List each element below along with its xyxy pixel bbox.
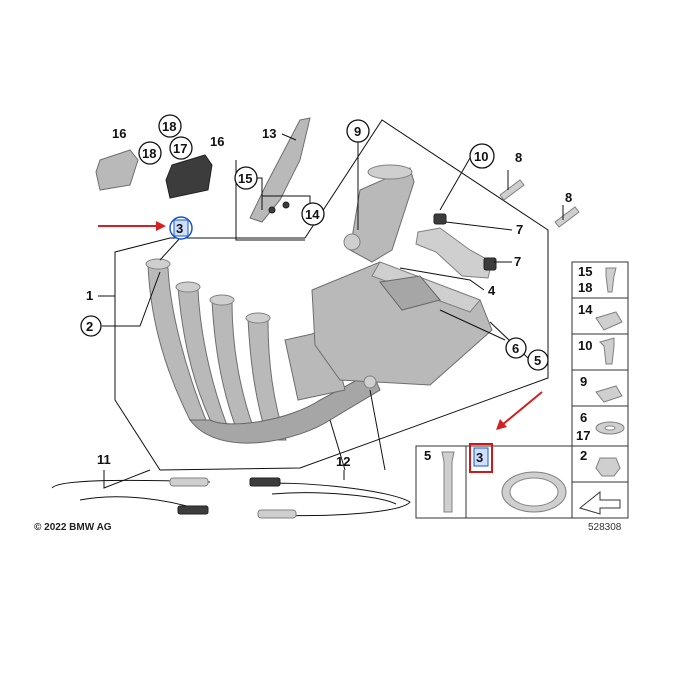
callout-5-circle	[527, 349, 549, 371]
legend-17: 17	[576, 428, 590, 443]
callout-10-circle	[469, 143, 495, 169]
callout-labels: 1 2 3 4 5 6 7 7 8 8 9 10 11 12 13 14 15 …	[80, 114, 572, 469]
callout-5: 5	[534, 353, 541, 368]
callout-11: 11	[97, 452, 111, 467]
legend-10: 10	[578, 338, 592, 353]
callout-14-circle	[301, 202, 325, 226]
cover-16-right	[165, 154, 213, 199]
exhaust-frame-outline	[114, 119, 549, 471]
heat-shield-frame	[235, 160, 305, 241]
callout-9-circle	[346, 119, 370, 143]
callout-3: 3	[176, 221, 183, 236]
callout-9: 9	[354, 124, 361, 139]
callout-17: 17	[173, 141, 187, 156]
red-arrow-left	[98, 221, 166, 231]
callout-8b: 8	[565, 190, 572, 205]
callout-15-circle	[234, 166, 258, 190]
red-arrow-right	[496, 391, 543, 430]
legend-14: 14	[578, 302, 593, 317]
header-pipes	[145, 258, 381, 444]
cover-16-left	[95, 149, 139, 191]
callout-7b: 7	[514, 254, 521, 269]
legend-6: 6	[580, 410, 587, 425]
silencer	[311, 164, 493, 389]
bolt-5-illustration	[441, 451, 455, 513]
callout-3-box	[173, 219, 189, 237]
callout-6: 6	[512, 341, 519, 356]
legend-9: 9	[580, 374, 587, 389]
callout-18a-circle	[158, 114, 182, 138]
diagram-number: 528308	[588, 522, 622, 533]
callout-8a: 8	[515, 150, 522, 165]
detail-3: 3	[476, 450, 483, 465]
legend-2: 2	[580, 448, 587, 463]
callout-15: 15	[238, 171, 252, 186]
lambda-sensor-11	[51, 477, 211, 515]
arrow-marker-icon	[578, 490, 621, 515]
callout-16a: 16	[112, 126, 126, 141]
callout-18b: 18	[142, 146, 156, 161]
callout-1: 1	[86, 288, 93, 303]
heat-shield	[249, 117, 311, 223]
callout-13: 13	[262, 126, 276, 141]
callout-2: 2	[86, 319, 93, 334]
callout-14: 14	[305, 207, 320, 222]
copyright-text: © 2022 BMW AG	[34, 522, 112, 533]
legend-18: 18	[578, 280, 592, 295]
bolts-8	[499, 179, 580, 228]
detail-3-highlight-box	[469, 443, 493, 473]
callout-10: 10	[474, 149, 488, 164]
callout-7a: 7	[516, 222, 523, 237]
callout-16b: 16	[210, 134, 224, 149]
parts-legend-panel: 15 18 14 10 9 6 17 2	[571, 261, 629, 519]
callout-18b-circle	[138, 141, 162, 165]
callout-18a: 18	[162, 119, 176, 134]
lambda-sensor-12	[249, 477, 411, 519]
detail-box: 5 3	[415, 443, 573, 519]
callout-2-circle	[80, 315, 102, 337]
callout-17-circle	[169, 136, 193, 160]
leader-lines	[98, 133, 564, 489]
silencer-bracket	[415, 213, 497, 279]
legend-15: 15	[578, 264, 592, 279]
detail-5: 5	[424, 448, 431, 463]
callout-12: 12	[336, 454, 350, 469]
callout-6-circle	[505, 337, 527, 359]
callout-4: 4	[488, 283, 496, 298]
